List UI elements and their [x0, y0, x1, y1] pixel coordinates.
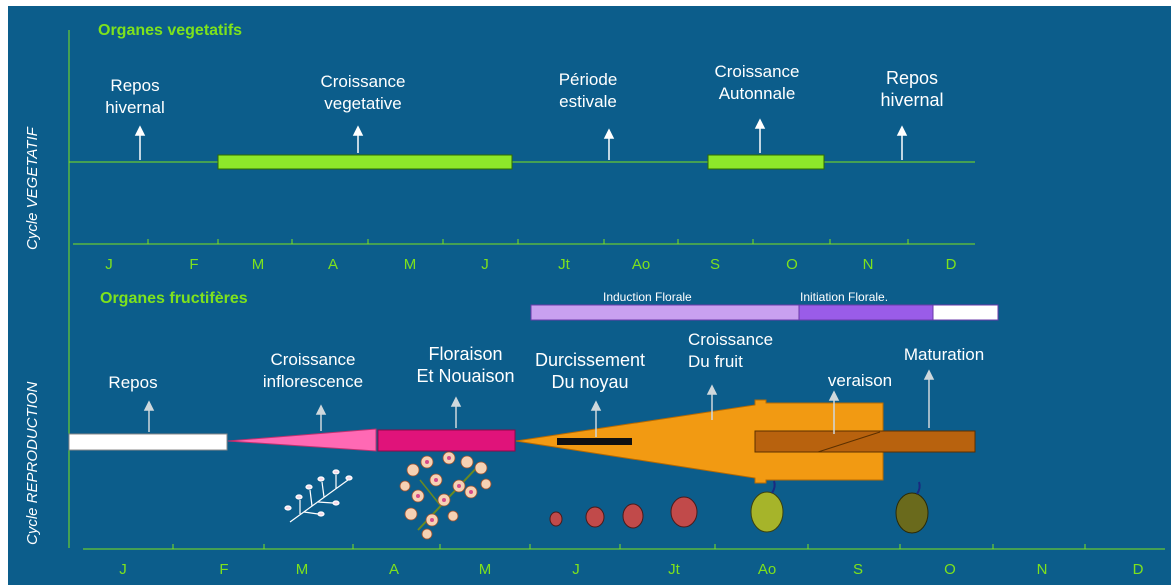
cycle-reproduction-label: Cycle REPRODUCTION [24, 382, 41, 545]
bar-floraison [378, 430, 515, 451]
fruit-stage-3 [623, 504, 643, 528]
label-line: Repos [857, 67, 967, 89]
bar-croissance-autonnale [708, 155, 824, 169]
rep-month-3: A [374, 561, 414, 578]
bar-repos [69, 434, 227, 450]
label-floraison: Floraison Et Nouaison [403, 343, 528, 387]
label-croissance-fruit: Croissance Du fruit [688, 329, 820, 373]
fruit-development-images [550, 492, 928, 533]
reproduction-axis-ticks [173, 544, 1085, 549]
fruit-stage-2 [586, 507, 604, 527]
bar-initiation-florale [799, 305, 933, 320]
label-croissance-vegetative: Croissance vegetative [293, 71, 433, 115]
rep-month-2: M [282, 561, 322, 578]
label-croissance-autonnale: Croissance Autonnale [687, 61, 827, 105]
label-repos-hivernal-2: Repos hivernal [857, 67, 967, 111]
veg-month-4: M [390, 256, 430, 273]
veg-month-1: F [174, 256, 214, 273]
flower-cluster-image [400, 452, 491, 539]
organes-vegetatifs-title: Organes vegetatifs [98, 22, 242, 40]
label-line: hivernal [857, 89, 967, 111]
label-induction-florale: Induction Florale [603, 290, 692, 304]
label-line: estivale [533, 91, 643, 113]
label-line: Croissance [293, 71, 433, 93]
veg-month-2: M [238, 256, 278, 273]
label-line: Période [533, 69, 643, 91]
olive-green [751, 492, 783, 532]
label-repos-hivernal-1: Repos hivernal [80, 75, 190, 119]
veg-month-9: O [772, 256, 812, 273]
label-durcissement: Durcissement Du noyau [528, 349, 652, 393]
label-line: Et Nouaison [403, 365, 528, 387]
bar-durcissement-noyau [557, 438, 632, 445]
rep-month-8: S [838, 561, 878, 578]
inflorescence-sprig-image [285, 470, 352, 522]
vegetative-axis-ticks [148, 239, 908, 244]
bar-croissance-vegetative [218, 155, 512, 169]
label-line: Du fruit [688, 351, 820, 373]
rep-month-0: J [103, 561, 143, 578]
label-repos: Repos [88, 372, 178, 394]
veg-month-8: S [695, 256, 735, 273]
label-line: Croissance [687, 61, 827, 83]
label-line: hivernal [80, 97, 190, 119]
rep-month-7: Ao [747, 561, 787, 578]
veg-month-10: N [848, 256, 888, 273]
vegetative-arrows [136, 120, 906, 160]
label-line: vegetative [293, 93, 433, 115]
label-line: inflorescence [243, 371, 383, 393]
rep-month-5: J [556, 561, 596, 578]
wedge-croissance-inflorescence [228, 429, 376, 451]
rep-month-4: M [465, 561, 505, 578]
veg-month-6: Jt [544, 256, 584, 273]
rep-month-1: F [204, 561, 244, 578]
fruit-stage-4 [671, 497, 697, 527]
label-line: Du noyau [528, 371, 652, 393]
label-line: Autonnale [687, 83, 827, 105]
label-periode-estivale: Période estivale [533, 69, 643, 113]
organes-fructiferes-title: Organes fructifères [100, 290, 248, 308]
veg-month-3: A [313, 256, 353, 273]
veg-month-5: J [465, 256, 505, 273]
veg-month-0: J [89, 256, 129, 273]
olive-stems [772, 481, 920, 494]
veg-month-7: Ao [621, 256, 661, 273]
rep-month-6: Jt [654, 561, 694, 578]
bar-post-initiation [933, 305, 998, 320]
fruit-stage-1 [550, 512, 562, 526]
label-line: Durcissement [528, 349, 652, 371]
label-line: Floraison [403, 343, 528, 365]
rep-month-10: N [1022, 561, 1062, 578]
label-maturation: Maturation [882, 344, 1006, 366]
rep-month-9: O [930, 561, 970, 578]
label-line: Croissance [688, 329, 820, 351]
label-line: Croissance [243, 349, 383, 371]
olive-ripe [896, 493, 928, 533]
bar-maturation [755, 431, 975, 452]
label-veraison: veraison [812, 370, 908, 392]
cycle-vegetatif-label: Cycle VEGETATIF [24, 127, 41, 250]
veg-month-11: D [931, 256, 971, 273]
label-croissance-inflorescence: Croissance inflorescence [243, 349, 383, 393]
label-line: Repos [80, 75, 190, 97]
label-initiation-florale: Initiation Florale. [800, 290, 888, 304]
rep-month-11: D [1118, 561, 1158, 578]
bar-induction-florale [531, 305, 799, 320]
